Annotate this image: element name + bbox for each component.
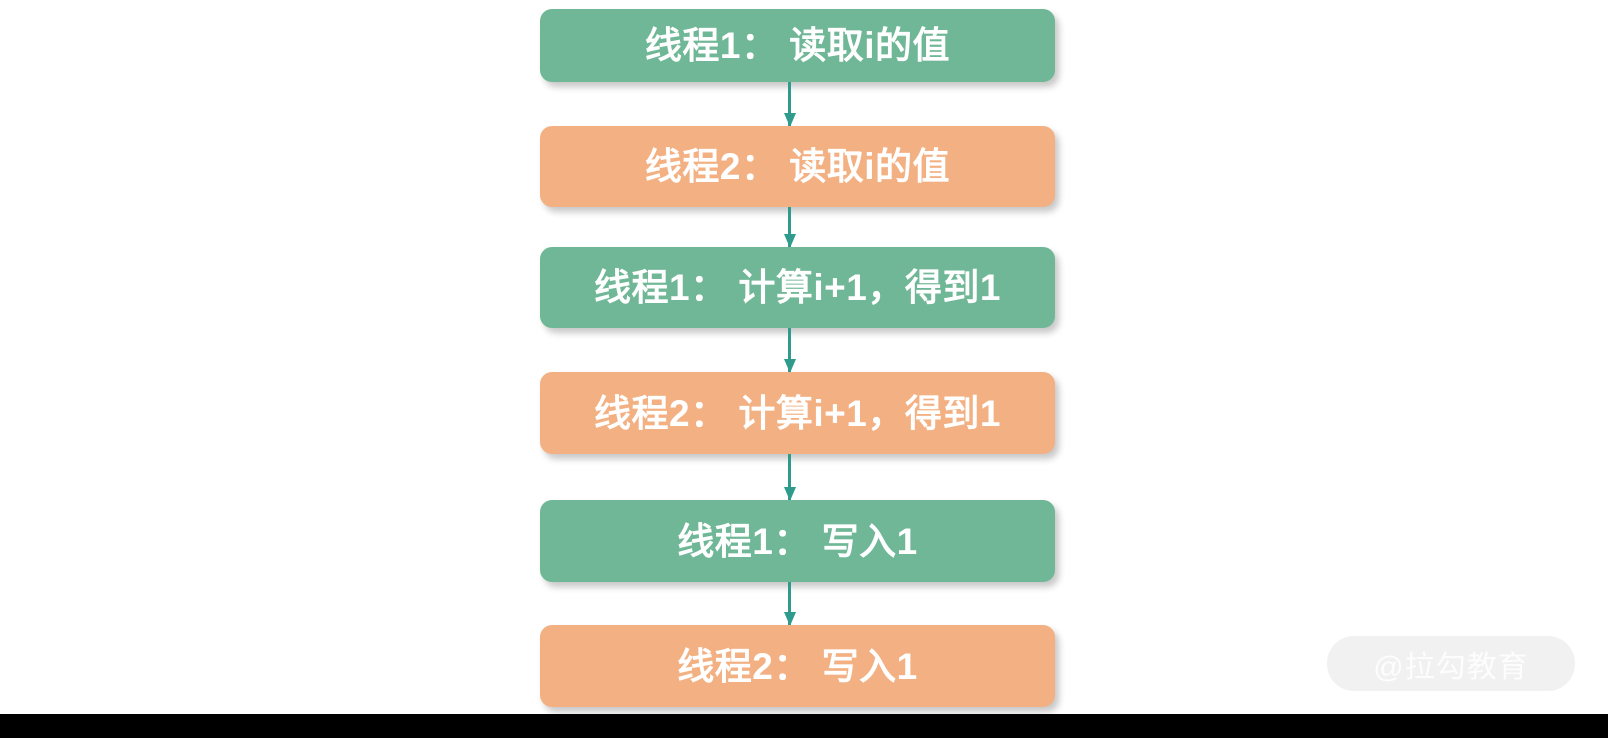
flow-node-3-label: 线程1： 计算i+1，得到1	[594, 267, 1001, 308]
flow-node-1[interactable]: 线程1： 读取i的值	[540, 9, 1055, 82]
watermark-badge: @拉勾教育	[1327, 636, 1575, 691]
arrow-down-icon	[784, 82, 796, 127]
arrow-head	[784, 487, 796, 501]
arrow-down-icon	[784, 207, 796, 248]
arrow-head	[784, 612, 796, 626]
arrow-head	[784, 113, 796, 127]
flow-node-2-label: 线程2： 读取i的值	[644, 146, 951, 187]
slide-canvas: 线程1： 读取i的值 线程2： 读取i的值 线程1： 计算i+1，得到1 线程2…	[0, 0, 1608, 714]
arrow-down-icon	[784, 328, 796, 373]
arrow-down-icon	[784, 454, 796, 501]
flow-node-3[interactable]: 线程1： 计算i+1，得到1	[540, 247, 1055, 328]
arrow-shaft	[788, 82, 791, 126]
arrow-shaft	[788, 582, 791, 625]
flow-node-2[interactable]: 线程2： 读取i的值	[540, 126, 1055, 207]
flow-node-4[interactable]: 线程2： 计算i+1，得到1	[540, 372, 1055, 454]
arrow-head	[784, 234, 796, 248]
arrow-shaft	[788, 207, 791, 247]
flowchart: 线程1： 读取i的值 线程2： 读取i的值 线程1： 计算i+1，得到1 线程2…	[540, 9, 1055, 707]
flow-node-5[interactable]: 线程1： 写入1	[540, 500, 1055, 582]
flow-node-6[interactable]: 线程2： 写入1	[540, 625, 1055, 707]
flow-node-1-label: 线程1： 读取i的值	[644, 25, 951, 66]
arrow-shaft	[788, 454, 791, 500]
flow-node-6-label: 线程2： 写入1	[677, 645, 918, 687]
watermark-label: @拉勾教育	[1373, 650, 1529, 684]
arrow-shaft	[788, 328, 791, 372]
bottom-letterbox-bar	[0, 714, 1608, 738]
arrow-down-icon	[784, 582, 796, 626]
arrow-head	[784, 359, 796, 373]
flow-node-5-label: 线程1： 写入1	[677, 520, 918, 562]
flow-node-4-label: 线程2： 计算i+1，得到1	[594, 392, 1001, 434]
